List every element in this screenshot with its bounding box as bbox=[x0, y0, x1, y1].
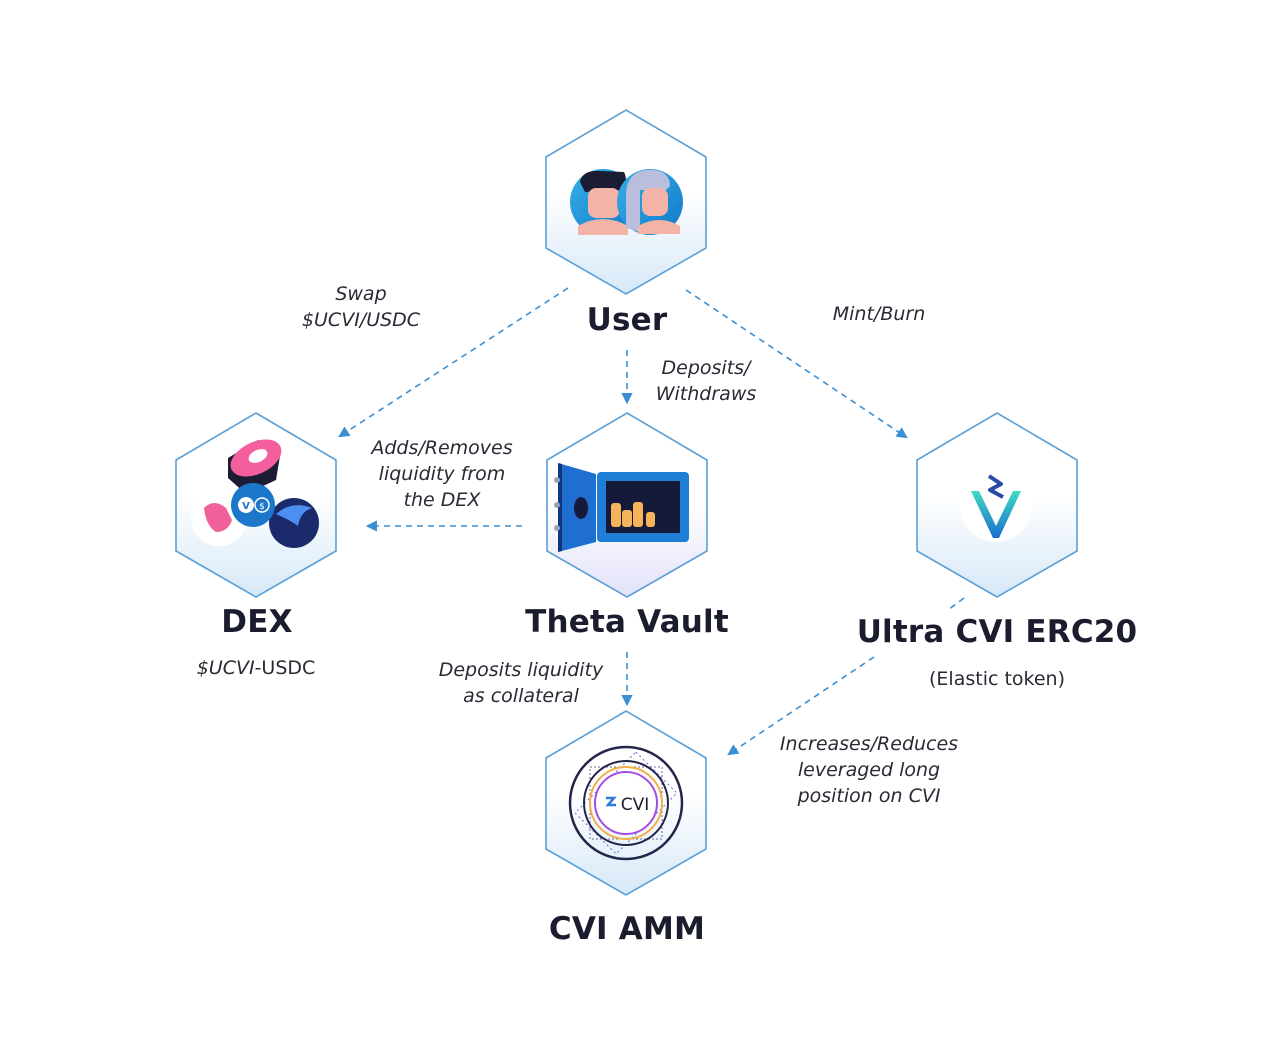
edge-label-line: $UCVI/USDC bbox=[301, 309, 421, 331]
ucvi-usdc-badge-icon: V $ bbox=[231, 483, 275, 527]
ultra-subtitle: (Elastic token) bbox=[929, 668, 1065, 690]
edge-label-line: Adds/Removes bbox=[371, 437, 513, 459]
dex-subtitle-token: $UCVI bbox=[196, 657, 255, 679]
edge-label-mint: Mint/Burn bbox=[833, 301, 926, 327]
edge-label-deposits: Deposits/ Withdraws bbox=[656, 355, 757, 407]
vault-title: Theta Vault bbox=[525, 604, 729, 640]
edge-label-collateral: Deposits liquidity as collateral bbox=[439, 657, 604, 709]
edge-label-line: Increases/Reduces bbox=[779, 733, 959, 755]
edge-label-line: Mint/Burn bbox=[832, 303, 926, 325]
node-ultra-cvi[interactable] bbox=[916, 412, 1078, 598]
node-cvi-amm[interactable]: CVI bbox=[545, 710, 707, 896]
cvi-amm-rings-icon: CVI bbox=[568, 745, 684, 861]
edges bbox=[338, 287, 965, 756]
edge-label-line: Swap bbox=[335, 283, 387, 305]
svg-text:V: V bbox=[242, 501, 250, 512]
dex-logos-icon: V $ bbox=[191, 439, 319, 548]
edge-label-line: as collateral bbox=[463, 685, 579, 707]
edge-label-leverage: Increases/Reduces leveraged long positio… bbox=[780, 731, 958, 809]
edge-leverage-arrow bbox=[727, 656, 875, 756]
edge-label-liquidity: Adds/Removes liquidity from the DEX bbox=[371, 435, 512, 513]
edge-mint-arrow bbox=[685, 289, 908, 439]
node-dex[interactable]: V $ bbox=[175, 412, 337, 598]
edge-ultra-tail bbox=[947, 597, 965, 611]
svg-text:$: $ bbox=[259, 502, 265, 512]
node-user[interactable] bbox=[545, 109, 707, 295]
ultra-title: Ultra CVI ERC20 bbox=[856, 614, 1138, 650]
amm-logo-text: CVI bbox=[621, 795, 650, 815]
users-avatars-icon bbox=[570, 169, 683, 235]
quickswap-logo-icon bbox=[269, 498, 319, 548]
edge-label-swap: Swap $UCVI/USDC bbox=[302, 281, 420, 333]
cvi-v-logo-icon bbox=[960, 470, 1032, 542]
edge-label-line: the DEX bbox=[403, 489, 481, 511]
user-title: User bbox=[586, 302, 668, 338]
dex-subtitle-pair: -USDC bbox=[254, 657, 316, 679]
amm-title: CVI AMM bbox=[548, 911, 706, 947]
edge-label-line: Deposits/ bbox=[661, 357, 751, 379]
edge-label-line: liquidity from bbox=[378, 463, 506, 485]
edge-label-line: Deposits liquidity bbox=[438, 659, 604, 681]
dex-title: DEX bbox=[221, 604, 293, 640]
vault-safe-icon bbox=[554, 463, 689, 552]
edge-swap-arrow bbox=[338, 287, 569, 438]
dex-subtitle: $UCVI-USDC bbox=[197, 657, 316, 679]
edge-label-line: Withdraws bbox=[655, 383, 757, 405]
sushi-logo-icon bbox=[228, 439, 282, 494]
node-theta-vault[interactable] bbox=[546, 412, 708, 598]
edge-label-line: position on CVI bbox=[797, 785, 941, 807]
edge-label-line: leveraged long bbox=[797, 759, 941, 781]
